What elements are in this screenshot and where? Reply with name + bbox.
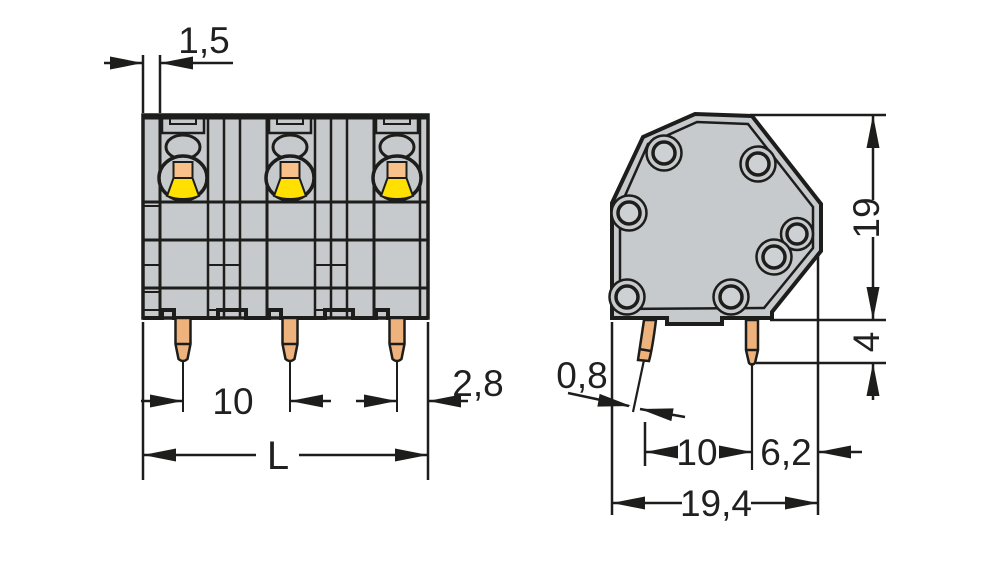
- side-pin-right: [744, 318, 760, 366]
- dim-text-pin-length: 4: [846, 332, 887, 353]
- arrowheads: [110, 56, 880, 510]
- side-pin-left-joint: [638, 347, 652, 353]
- dimension-annotations: 1,5 10 2,8 L 19 4 0,8 10 6,2 19,4: [104, 20, 887, 524]
- dim-text-side-pitch: 10: [676, 432, 717, 473]
- dim-text-pin-thickness: 0,8: [556, 355, 607, 396]
- solder-pin-3: [388, 316, 406, 414]
- dim-text-wall-thickness: 1,5: [178, 20, 229, 61]
- rib-lines: [143, 200, 428, 290]
- dim-text-total-depth: 19,4: [680, 483, 752, 524]
- front-view: [141, 113, 430, 414]
- mounting-holes: [614, 140, 809, 310]
- solder-pin-2: [281, 316, 299, 414]
- side-pin-left: [636, 318, 658, 363]
- bottom-edge: [143, 308, 428, 320]
- dim-text-height: 19: [846, 197, 887, 238]
- dim-text-side-edge-margin: 6,2: [760, 432, 811, 473]
- partition-walls: [158, 115, 376, 318]
- dim-text-front-edge-margin: 2,8: [452, 363, 503, 404]
- side-pin-left-tip: [631, 359, 646, 413]
- dim-text-total-length: L: [267, 434, 289, 478]
- dim-text-front-pitch: 10: [212, 381, 253, 422]
- inner-contour: [618, 120, 815, 311]
- mold-lines: [206, 115, 422, 318]
- solder-pin-1: [174, 316, 192, 414]
- side-view: [608, 111, 823, 470]
